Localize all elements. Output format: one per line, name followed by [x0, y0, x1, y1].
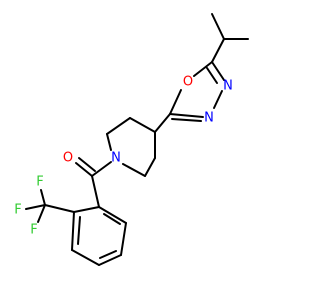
bond	[71, 249, 100, 266]
bond-lines	[25, 13, 249, 266]
bond-double	[206, 67, 218, 84]
fluorine-top-label: F	[36, 175, 43, 190]
bond	[71, 211, 75, 251]
bond	[122, 163, 146, 177]
bond-aromatic-inner	[103, 213, 121, 225]
bond-double	[75, 162, 93, 177]
bond	[44, 204, 75, 213]
bond	[213, 90, 223, 109]
bond-aromatic-inner	[77, 216, 81, 245]
bond	[98, 206, 127, 224]
carbonyl-o-label: O	[63, 151, 73, 166]
bond	[211, 13, 225, 40]
bond	[91, 175, 100, 208]
bond	[40, 189, 46, 206]
oxadiazole-o-label: O	[183, 75, 193, 90]
bond	[154, 113, 171, 133]
bond	[211, 38, 225, 63]
background	[0, 0, 300, 300]
bond	[129, 117, 156, 133]
bond	[37, 204, 46, 223]
bond	[120, 222, 127, 256]
bond	[144, 157, 156, 177]
oxadiazole-n1-label: N	[223, 79, 233, 94]
piperidine-n-label: N	[111, 151, 121, 166]
bond	[25, 204, 46, 210]
bond-double	[171, 118, 202, 122]
fluorine-left-label: F	[14, 203, 21, 218]
atom-labels: O N N N O F F F	[14, 75, 233, 238]
bond	[73, 206, 100, 213]
molecule-canvas: O N N N O F F F	[0, 0, 300, 300]
oxadiazole-n2-label: N	[204, 111, 214, 126]
bond	[91, 161, 112, 177]
bond-aromatic-inner	[99, 250, 117, 259]
structure-drawing: O N N N O F F F	[0, 0, 300, 300]
bond	[193, 61, 213, 77]
bond	[106, 133, 112, 151]
bond	[169, 89, 182, 115]
bond-double	[78, 157, 96, 172]
bond-double	[211, 61, 225, 81]
bond	[106, 117, 131, 135]
bond	[98, 254, 122, 266]
fluorine-bottom-label: F	[30, 223, 37, 238]
bond	[169, 113, 204, 118]
